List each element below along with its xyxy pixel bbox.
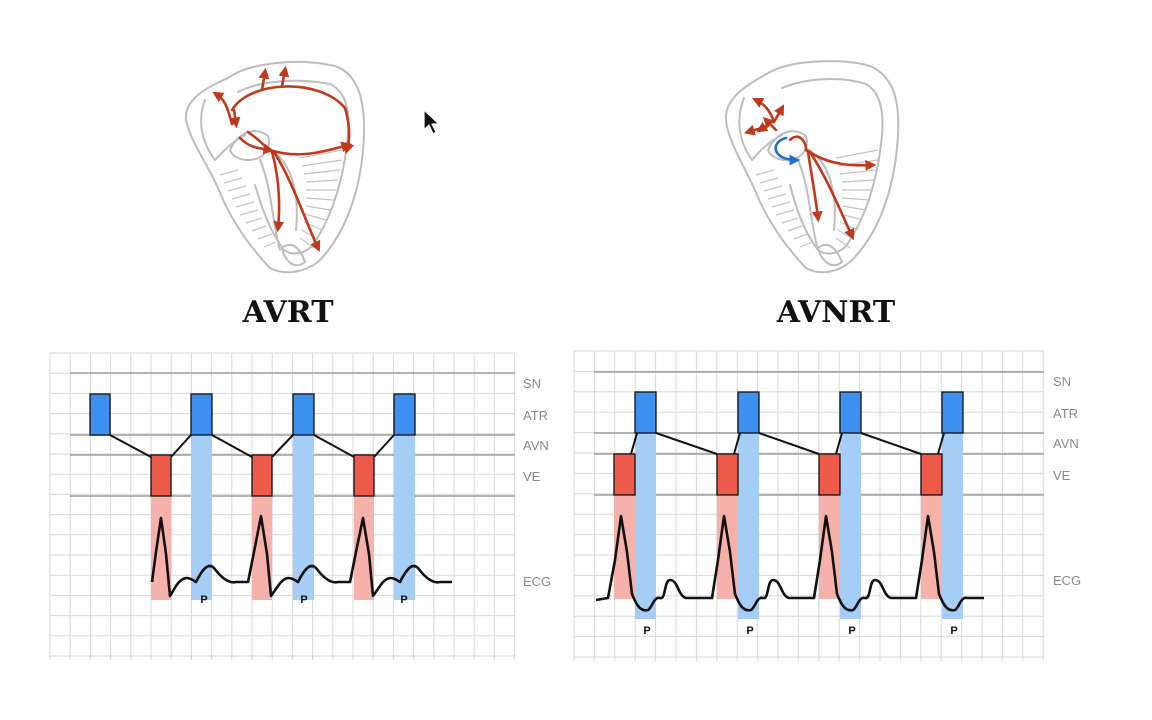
ventricular-depolarization-band: [354, 496, 374, 600]
ventricular-activation-box: [150, 454, 172, 497]
ecg-trace: [150, 514, 452, 598]
atrial-depolarization-band: [738, 433, 759, 619]
p-wave-label: P: [200, 594, 207, 606]
panel-title-avrt: AVRT: [241, 295, 334, 330]
atrial-activation-box: [393, 393, 416, 436]
heart-conduction-avrt-icon: [184, 61, 366, 274]
conduction-lines: [630, 432, 945, 455]
atrial-depolarization-band: [191, 435, 212, 600]
ladder-diagram-avrt: P P P SN ATR AVN VE ECG: [49, 352, 551, 660]
ladder-grid: [49, 352, 516, 660]
atrial-depolarization-band: [394, 435, 415, 600]
ventricular-depolarization-band: [151, 496, 171, 600]
row-label-sn: SN: [523, 376, 541, 391]
ventricular-activation-box: [613, 453, 636, 496]
row-label-atr: ATR: [523, 408, 548, 423]
row-label-ve: VE: [523, 469, 541, 484]
heart-conduction-avnrt-icon: [724, 60, 900, 274]
atrial-depolarization-band: [635, 433, 656, 619]
conduction-lines: [109, 434, 395, 458]
ventricular-activation-box: [353, 454, 375, 497]
ventricular-activation-box: [818, 453, 841, 496]
atrial-activation-box: [941, 391, 964, 434]
atrial-activation-box: [839, 391, 862, 434]
p-wave-label: P: [400, 594, 407, 606]
atrial-activation-box: [737, 391, 760, 434]
ventricular-activation-box: [251, 454, 273, 497]
arrow-pointer-icon: [423, 109, 440, 135]
p-wave-label: P: [746, 625, 753, 637]
row-label-ecg: ECG: [523, 574, 551, 589]
atrial-activation-box: [292, 393, 315, 436]
ventricular-activation-box: [920, 453, 943, 496]
p-wave-label: P: [848, 625, 855, 637]
row-label-atr: ATR: [1053, 406, 1078, 421]
p-wave-label: P: [643, 625, 650, 637]
atrial-activation-box: [89, 393, 111, 436]
p-wave-label: P: [300, 594, 307, 606]
atrial-depolarization-band: [293, 435, 314, 600]
row-label-avn: AVN: [523, 438, 549, 453]
row-separator-lines: [70, 372, 515, 497]
p-wave-label: P: [950, 625, 957, 637]
row-label-ecg: ECG: [1053, 573, 1081, 588]
atrial-activation-box: [634, 391, 657, 434]
ventricular-activation-box: [716, 453, 739, 496]
panel-title-avnrt: AVNRT: [776, 295, 896, 330]
ventricular-depolarization-band: [252, 496, 272, 600]
atrial-depolarization-band: [942, 433, 963, 619]
row-label-sn: SN: [1053, 374, 1071, 389]
atrial-depolarization-band: [840, 433, 861, 619]
atrial-activation-box: [190, 393, 213, 436]
row-label-ve: VE: [1053, 468, 1071, 483]
ecg-trace: [595, 514, 984, 612]
row-label-avn: AVN: [1053, 436, 1079, 451]
ladder-diagram-avnrt: P P P P SN ATR AVN VE ECG: [573, 350, 1081, 661]
